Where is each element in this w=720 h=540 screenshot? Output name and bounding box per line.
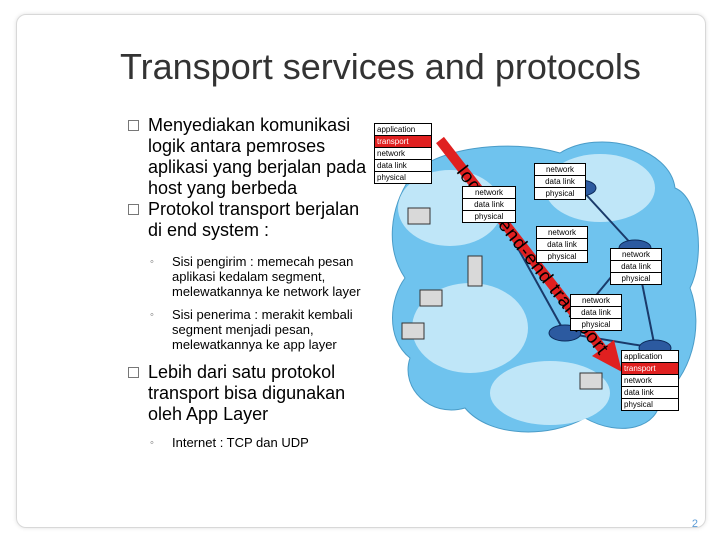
layer-data-link: data link xyxy=(537,239,587,251)
computer-icon xyxy=(419,289,443,307)
layer-data-link: data link xyxy=(622,387,678,399)
layer-application: application xyxy=(622,351,678,363)
protocol-stack-source: application transport network data link … xyxy=(374,123,432,184)
protocol-stack-router: network data link physical xyxy=(610,248,662,285)
bullet-list: Menyediakan komunikasi logik antara pemr… xyxy=(126,115,371,450)
sub-bullet-text: Sisi pengirim : memecah pesan aplikasi k… xyxy=(172,254,361,299)
bullet-item: Lebih dari satu protokol transport bisa … xyxy=(126,362,371,425)
bullet-text: Lebih dari satu protokol transport bisa … xyxy=(148,362,346,424)
layer-data-link: data link xyxy=(611,261,661,273)
bullet-item: Menyediakan komunikasi logik antara pemr… xyxy=(126,115,371,199)
checkbox-bullet-icon xyxy=(128,204,139,215)
protocol-stack-destination: application transport network data link … xyxy=(621,350,679,411)
layer-network: network xyxy=(571,295,621,307)
slide-frame xyxy=(16,14,706,528)
layer-data-link: data link xyxy=(571,307,621,319)
layer-network: network xyxy=(611,249,661,261)
bullet-text: Menyediakan komunikasi logik antara pemr… xyxy=(148,115,367,198)
layer-data-link: data link xyxy=(535,176,585,188)
server-icon xyxy=(467,255,483,287)
layer-physical: physical xyxy=(621,274,651,283)
checkbox-bullet-icon xyxy=(128,367,139,378)
protocol-stack-router: network data link physical xyxy=(536,226,588,263)
layer-network: network xyxy=(375,148,431,160)
layer-network: network xyxy=(537,227,587,239)
layer-network: network xyxy=(463,187,515,199)
ring-bullet-icon: ◦ xyxy=(150,437,154,449)
protocol-stack-router: network data link physical xyxy=(534,163,586,200)
layer-physical: physical xyxy=(547,252,577,261)
checkbox-bullet-icon xyxy=(128,120,139,131)
computer-icon xyxy=(579,372,603,390)
layer-data-link: data link xyxy=(375,160,431,172)
ring-bullet-icon: ◦ xyxy=(150,309,154,321)
network-diagram: logical end-end transport application tr… xyxy=(370,118,710,538)
bullet-text: Protokol transport berjalan di end syste… xyxy=(148,199,360,240)
layer-physical: physical xyxy=(377,173,406,182)
sub-bullet-text: Internet : TCP dan UDP xyxy=(172,435,309,450)
sub-bullet-item: ◦ Sisi penerima : merakit kembali segmen… xyxy=(126,307,371,352)
layer-physical: physical xyxy=(624,400,653,409)
ring-bullet-icon: ◦ xyxy=(150,256,154,268)
layer-physical: physical xyxy=(474,212,504,221)
layer-data-link: data link xyxy=(463,199,515,211)
computer-icon xyxy=(401,322,425,340)
arrowhead-icon xyxy=(592,340,622,372)
layer-network: network xyxy=(622,375,678,387)
layer-physical: physical xyxy=(545,189,575,198)
protocol-stack-router: network data link physical xyxy=(462,186,516,223)
sub-bullet-item: ◦ Internet : TCP dan UDP xyxy=(126,435,371,450)
bullet-item: Protokol transport berjalan di end syste… xyxy=(126,199,371,241)
sub-bullet-item: ◦ Sisi pengirim : memecah pesan aplikasi… xyxy=(126,254,371,299)
sub-bullet-text: Sisi penerima : merakit kembali segment … xyxy=(172,307,353,352)
layer-transport: transport xyxy=(375,136,431,148)
local-network xyxy=(490,361,610,425)
protocol-stack-router: network data link physical xyxy=(570,294,622,331)
page-number: 2 xyxy=(691,518,698,530)
layer-transport: transport xyxy=(622,363,678,375)
slide-title: Transport services and protocols xyxy=(120,46,641,87)
computer-icon xyxy=(407,207,431,225)
layer-physical: physical xyxy=(581,320,611,329)
layer-application: application xyxy=(375,124,431,136)
layer-network: network xyxy=(535,164,585,176)
